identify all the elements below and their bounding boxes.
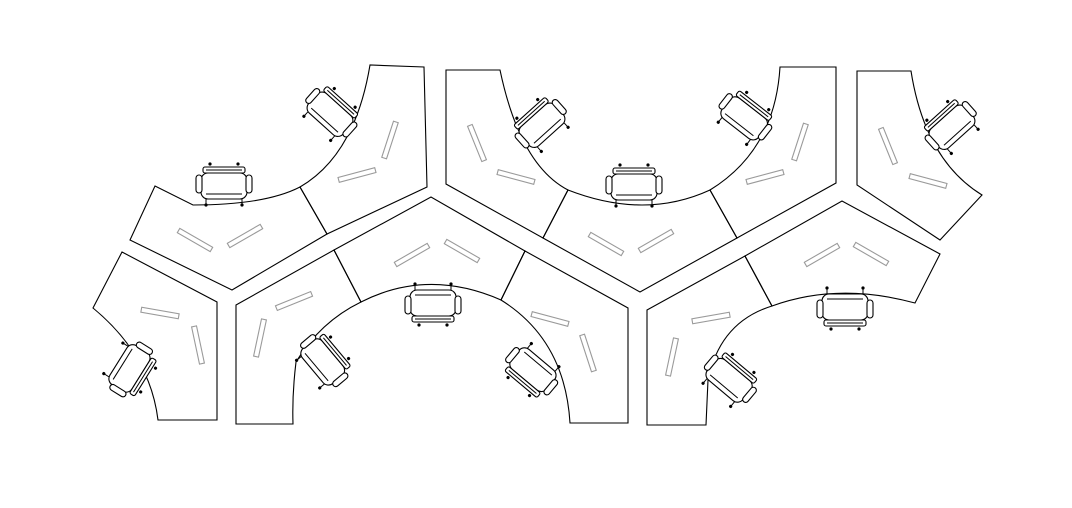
monitor-icon [530,310,570,328]
desk-joint-line [299,186,328,235]
monitor-icon [443,238,481,264]
monitor-icon [252,318,268,358]
monitor-icon [337,166,377,184]
monitor-icon [908,172,948,190]
monitor-layer [140,120,948,377]
monitor-icon [190,325,206,365]
monitor-icon [140,306,180,320]
monitor-icon [496,168,536,186]
office-chair-icon [195,161,253,208]
monitor-icon [691,311,731,325]
monitor-icon [745,168,785,186]
monitor-icon [381,120,399,160]
workstation-desk [646,255,773,426]
monitor-icon [579,333,597,373]
monitor-icon [393,242,431,268]
monitor-icon [791,122,809,162]
monitor-icon [466,123,488,163]
monitor-icon [637,228,675,254]
workstation-desk [299,64,428,235]
desk-joint-line [744,255,773,307]
monitor-icon [852,241,890,267]
workstation-desk [445,69,569,239]
workstation-desk [744,200,941,307]
monitor-icon [226,223,264,249]
monitor-icon [664,337,680,377]
desk-layer [92,64,983,426]
desk-joint-line [500,250,526,301]
monitor-icon [587,231,625,257]
monitor-icon [274,290,314,312]
monitor-icon [877,126,899,166]
desk-seam-layer [299,186,773,307]
monitor-icon [803,242,841,268]
desk-joint-line [709,189,738,239]
office-chair-icon [404,281,462,328]
workstation-desk [500,250,629,424]
monitor-icon [176,227,214,253]
workstation-desk [856,70,983,241]
office-chair-icon [605,162,663,209]
desk-joint-line [542,189,569,239]
workstation-desk [709,66,837,239]
desk-joint-line [333,249,362,303]
workstation-desk [235,249,362,425]
